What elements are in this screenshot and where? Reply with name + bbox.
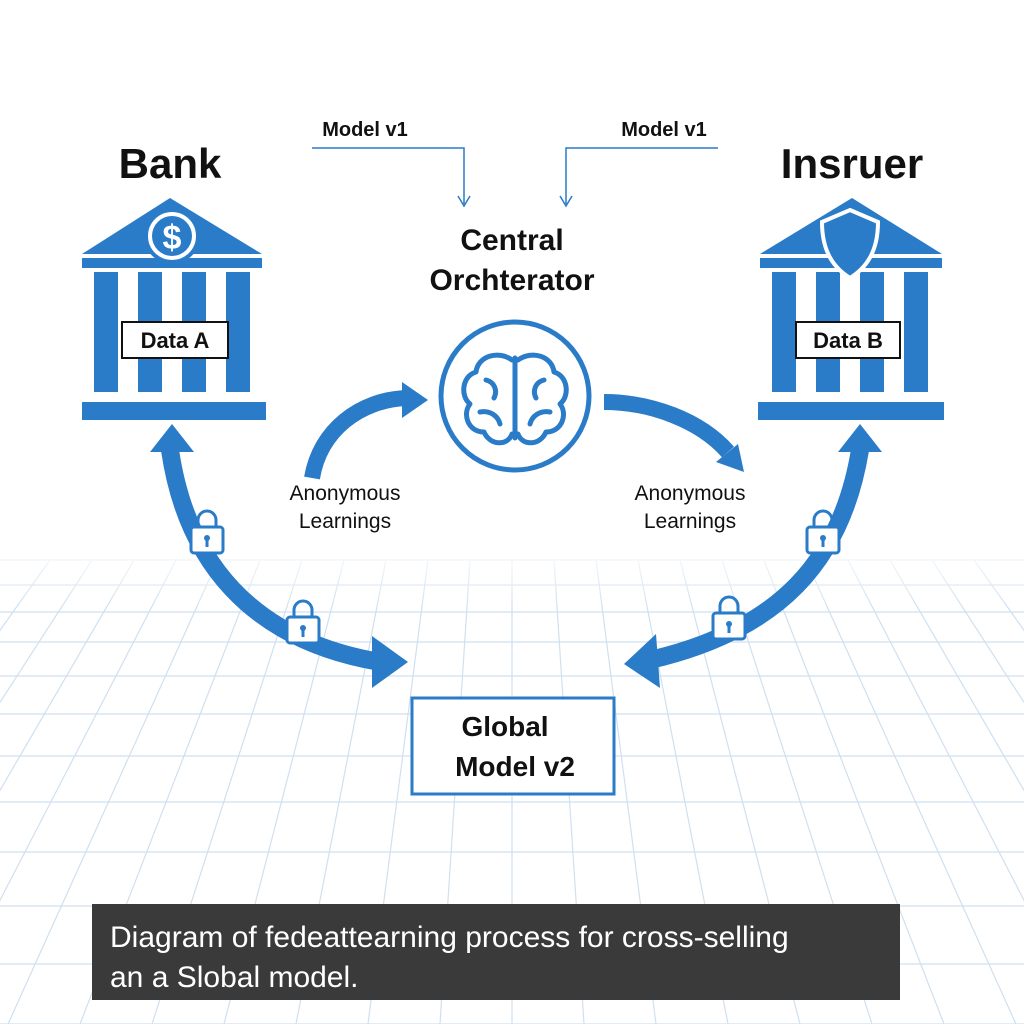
lock-icon: [805, 509, 841, 555]
bank-title: Bank: [119, 140, 222, 187]
bank-to-global-arrow: [161, 448, 382, 671]
insurer-arrowhead-global: [624, 634, 660, 688]
learnings-right-line2: Learnings: [644, 510, 736, 533]
insurer-arrowhead-up: [838, 424, 882, 452]
learnings-right-line1: Anonymous: [635, 482, 746, 505]
data-a-label: Data A: [141, 328, 210, 353]
svg-text:$: $: [163, 219, 182, 257]
data-b-box: [795, 321, 901, 359]
global-model-box: [410, 696, 616, 796]
dollar-icon: $: [144, 208, 200, 264]
shield-icon: [819, 207, 881, 281]
model-v1-label-left: Model v1: [322, 119, 408, 141]
caption-line2: an a Slobal model.: [110, 961, 359, 994]
brain-icon: [461, 352, 569, 446]
connector-arrowhead-right: [559, 195, 573, 208]
bank-building-icon: $: [82, 198, 266, 420]
orchestrator-title-line2: Orchterator: [429, 264, 594, 297]
model-v1-label-right: Model v1: [621, 119, 707, 141]
learnings-left-line2: Learnings: [299, 510, 391, 533]
insurer-to-global-arrow: [647, 448, 869, 669]
learnings-arrow-right: [603, 394, 735, 458]
insurer-title: Insruer: [781, 140, 923, 187]
orchestrator-title-line1: Central: [460, 224, 563, 257]
bank-arrowhead-up: [150, 424, 194, 452]
caption-line1: Diagram of fedeattearning process for cr…: [110, 921, 789, 954]
lock-icon: [711, 595, 747, 641]
data-b-label: Data B: [813, 328, 883, 353]
global-model-line1: Global: [461, 711, 548, 742]
global-model-line2: Model v2: [455, 751, 575, 782]
lock-icon: [189, 509, 225, 555]
insurer-building-icon: [758, 198, 944, 420]
data-a-box: [121, 321, 229, 359]
connector-line-left: [312, 147, 465, 204]
lock-icon: [285, 599, 321, 645]
connector-line-right: [565, 147, 718, 204]
learnings-arrowhead-left: [402, 382, 428, 418]
learnings-arrowhead-right: [716, 444, 744, 472]
connector-arrowhead-left: [457, 195, 471, 208]
learnings-left-line1: Anonymous: [290, 482, 401, 505]
learnings-arrow-left: [304, 390, 407, 480]
caption-banner: Diagram of fedeattearning process for cr…: [92, 904, 900, 1000]
bank-arrowhead-global: [372, 636, 408, 688]
